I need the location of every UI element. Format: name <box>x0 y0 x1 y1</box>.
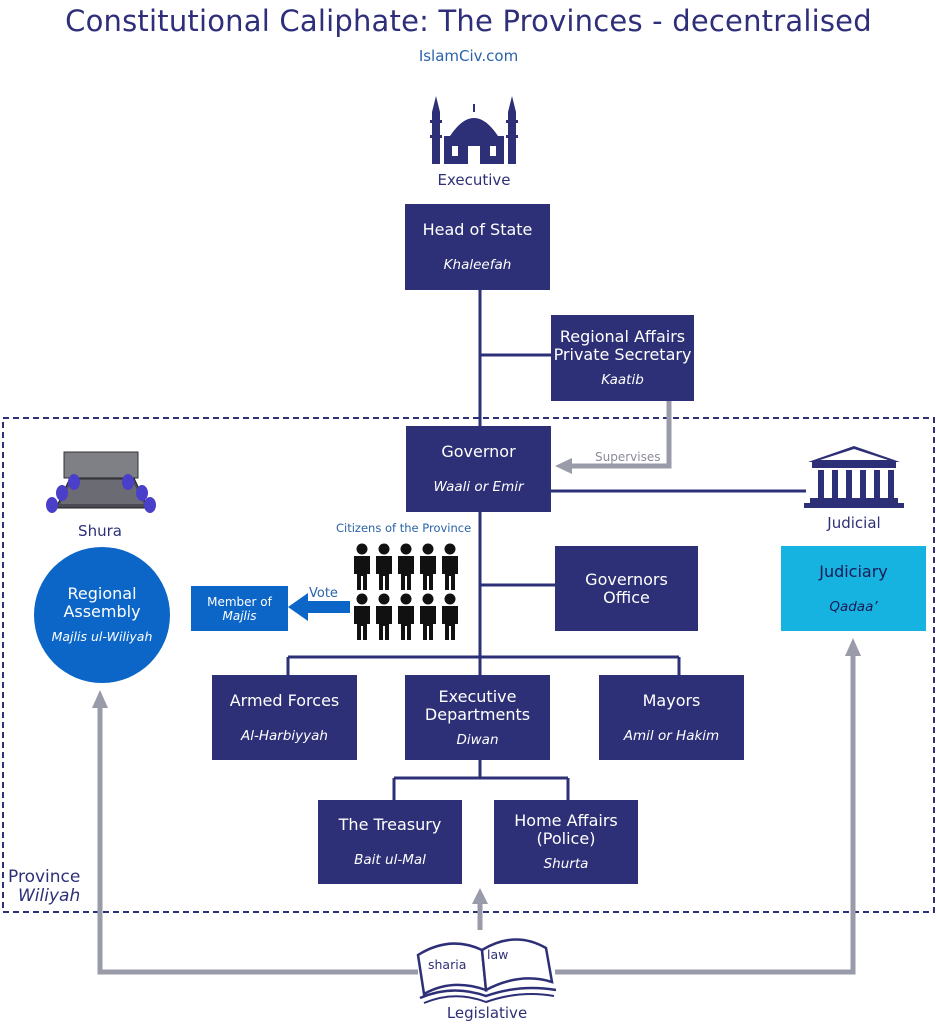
people-icon <box>354 543 458 640</box>
executive-departments-arabic: Diwan <box>456 731 499 748</box>
treasury-box[interactable]: The Treasury Bait ul-Mal <box>318 800 462 884</box>
governor-arabic: Waali or Emir <box>433 479 524 495</box>
judiciary-name: Judiciary <box>819 561 888 581</box>
province-label: Province Wiliyah <box>8 868 80 906</box>
governor-name: Governor <box>441 442 516 461</box>
province-label-arabic: Wiliyah <box>18 886 81 906</box>
governors-office-name: Governors Office <box>585 569 668 607</box>
vote-arrow <box>288 593 350 621</box>
regional-assembly-name: Regional Assembly <box>63 584 141 621</box>
head-of-state-name: Head of State <box>422 220 533 239</box>
vote-label: Vote <box>309 586 338 601</box>
meeting-table-icon <box>46 451 156 513</box>
governors-office-box[interactable]: Governors Office <box>555 546 698 631</box>
treasury-name: The Treasury <box>338 815 442 834</box>
head-of-state-box[interactable]: Head of State Khaleefah <box>405 204 550 290</box>
home-affairs-arabic: Shurta <box>543 856 589 872</box>
member-of-majlis-name: Member of <box>207 594 272 609</box>
shura-label: Shura <box>78 522 122 540</box>
org-lines <box>286 290 806 800</box>
secretary-arabic: Kaatib <box>601 372 644 388</box>
armed-forces-box[interactable]: Armed Forces Al-Harbiyyah <box>212 675 357 760</box>
book-law-label: law <box>487 947 509 962</box>
supervises-arrow <box>555 400 672 474</box>
home-affairs-name: Home Affairs (Police) <box>514 811 618 848</box>
citizens-label: Citizens of the Province <box>336 521 472 535</box>
treasury-arabic: Bait ul-Mal <box>354 852 426 868</box>
head-of-state-arabic: Khaleefah <box>443 257 512 273</box>
mayors-name: Mayors <box>642 690 701 710</box>
province-label-name: Province <box>8 867 81 887</box>
armed-forces-name: Armed Forces <box>229 690 340 710</box>
mayors-arabic: Amil or Hakim <box>623 727 720 744</box>
province-boundary <box>2 417 935 913</box>
courthouse-icon <box>804 446 904 508</box>
member-of-majlis-box[interactable]: Member of Majlis <box>191 586 288 631</box>
armed-forces-arabic: Al-Harbiyyah <box>241 727 328 744</box>
supervises-label: Supervises <box>595 450 661 464</box>
legislative-label: Legislative <box>446 1004 528 1022</box>
home-affairs-box[interactable]: Home Affairs (Police) Shurta <box>494 800 638 884</box>
mosque-icon <box>430 96 518 164</box>
executive-departments-name: Executive Departments <box>424 686 531 724</box>
page-title: Constitutional Caliphate: The Provinces … <box>65 4 872 38</box>
judiciary-box[interactable]: Judiciary Qadaa’ <box>781 546 926 631</box>
executive-label: Executive <box>437 171 511 189</box>
executive-departments-box[interactable]: Executive Departments Diwan <box>405 675 550 760</box>
book-sharia-label: sharia <box>428 957 467 972</box>
member-of-majlis-arabic: Majlis <box>222 608 257 623</box>
secretary-box[interactable]: Regional Affairs Private Secretary Kaati… <box>551 315 694 401</box>
mayors-box[interactable]: Mayors Amil or Hakim <box>599 675 744 760</box>
regional-assembly-circle[interactable]: Regional Assembly Majlis ul-Wiliyah <box>34 547 170 683</box>
page-subtitle: IslamCiv.com <box>418 47 519 65</box>
judiciary-arabic: Qadaa’ <box>829 598 878 615</box>
open-book-icon <box>416 938 557 1004</box>
legislative-arrows <box>97 652 856 975</box>
secretary-name: Regional Affairs Private Secretary <box>553 327 692 364</box>
governor-box[interactable]: Governor Waali or Emir <box>406 426 551 512</box>
regional-assembly-arabic: Majlis ul-Wiliyah <box>51 629 153 644</box>
judicial-label: Judicial <box>827 514 881 532</box>
